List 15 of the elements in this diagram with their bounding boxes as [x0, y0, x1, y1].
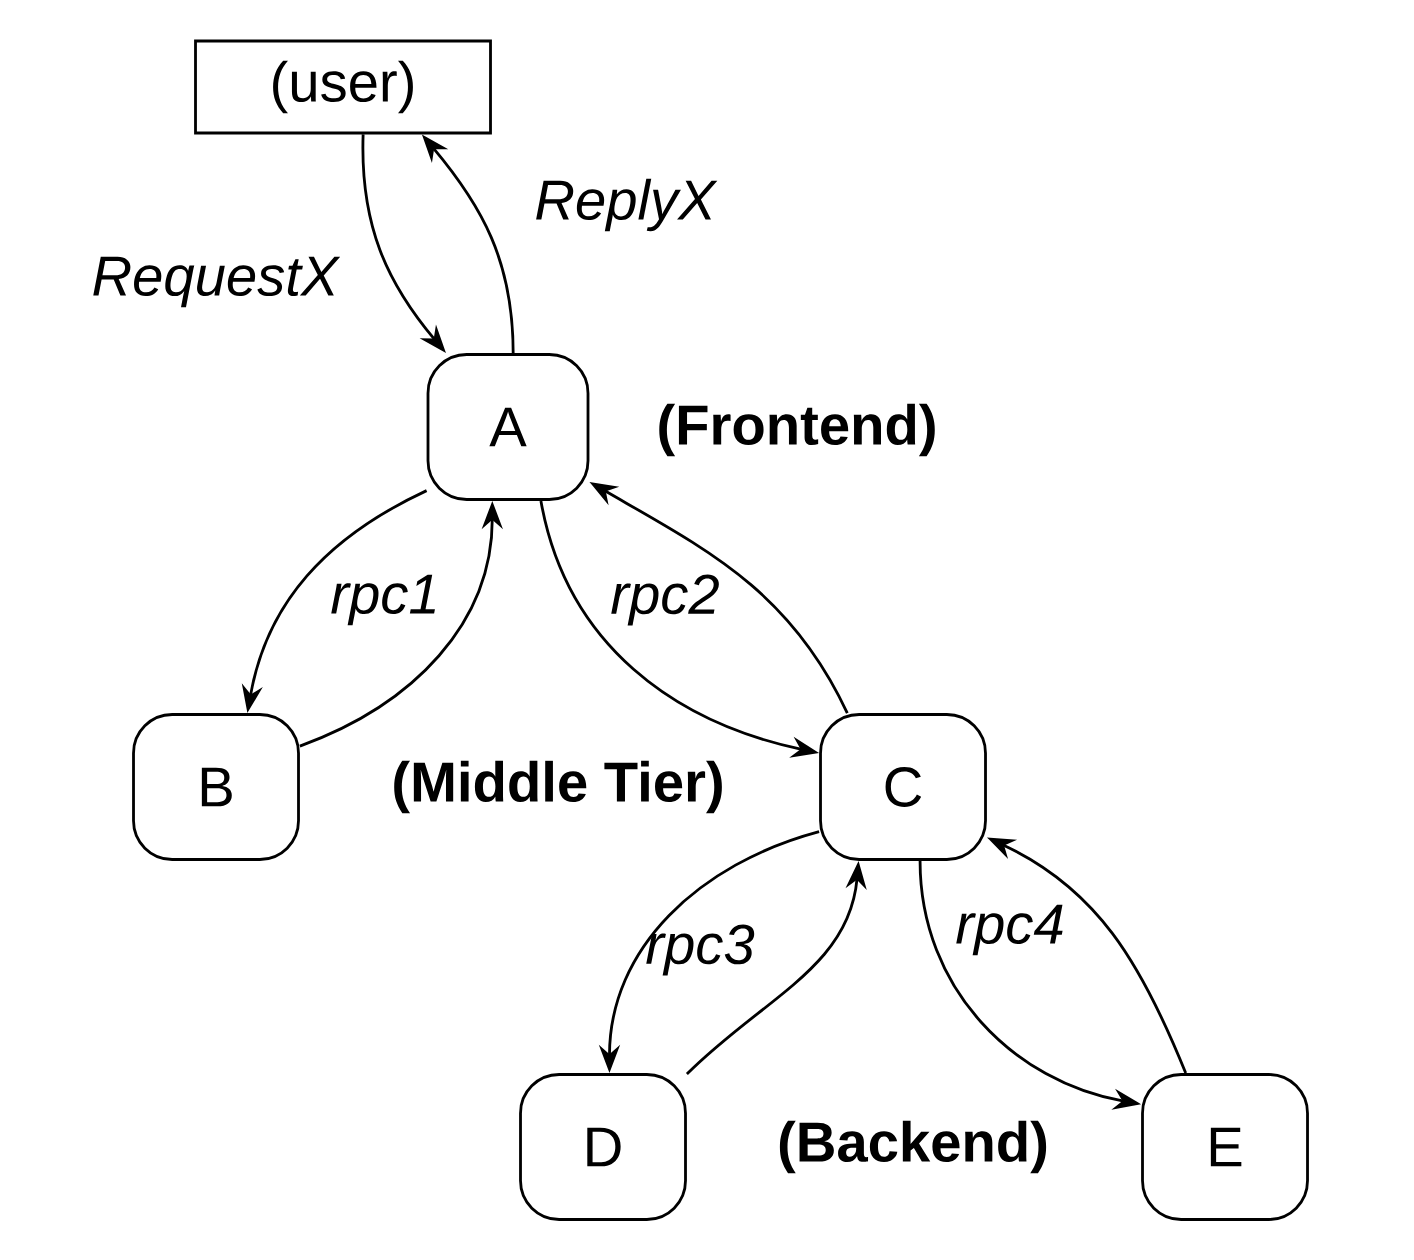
rounded-box: C [819, 713, 987, 861]
rounded-box: E [1141, 1073, 1309, 1221]
edge-label: rpc3 [646, 924, 755, 976]
user-box: (user) [194, 39, 492, 135]
tier-label: (Middle Tier) [394, 760, 722, 814]
edge-label: ReplyX [536, 178, 718, 232]
edge-label: rpc2 [611, 574, 719, 626]
edge-label: rpc4 [956, 904, 1063, 956]
edge-label: RequestX [93, 256, 341, 308]
rounded-box: A [426, 353, 590, 501]
tier-label: (Frontend) [659, 403, 935, 457]
edge-label: rpc1 [331, 574, 435, 626]
tier-label: (Backend) [779, 1120, 1047, 1174]
rounded-box: D [519, 1073, 687, 1221]
rounded-box: B [132, 713, 300, 861]
